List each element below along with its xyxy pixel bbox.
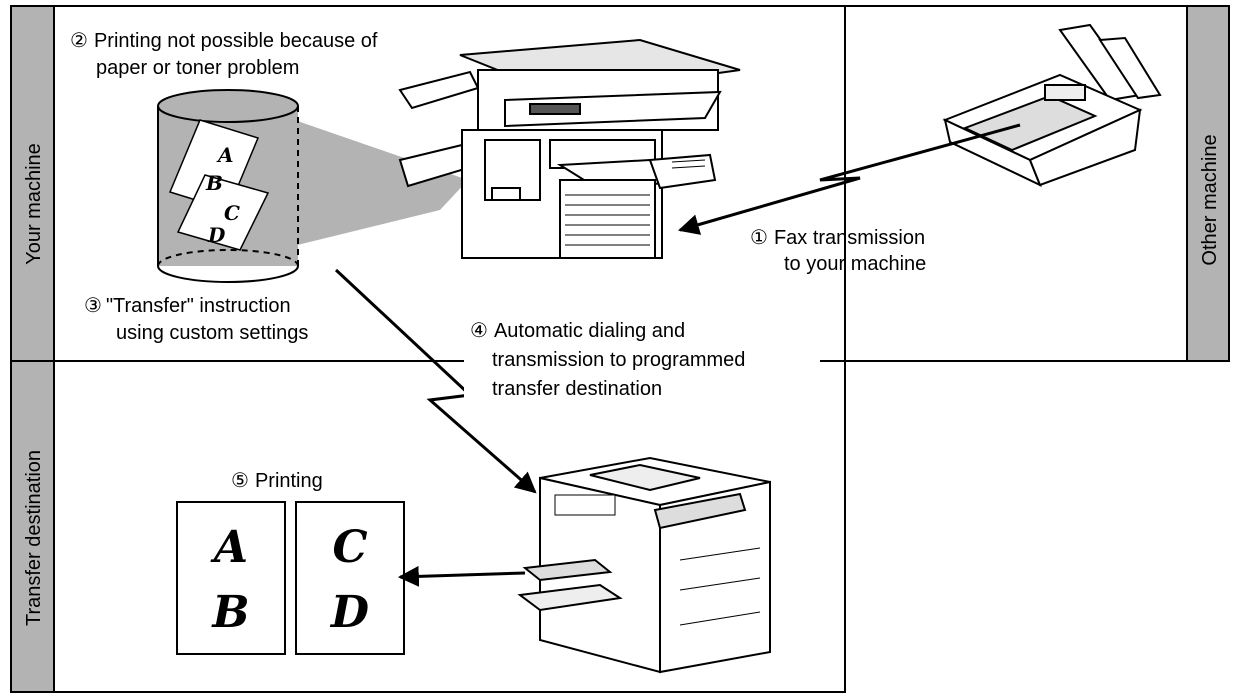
memory-pages xyxy=(168,119,270,251)
step-2-line-2: paper or toner problem xyxy=(96,57,299,79)
arrow-icon xyxy=(397,565,526,587)
step-3-line-1: "Transfer" instruction xyxy=(106,295,291,317)
step-2-label: ② Printing not possible because of paper … xyxy=(70,30,378,79)
step-3-line-2: using custom settings xyxy=(116,322,308,344)
memory-letter-b: B xyxy=(205,171,223,195)
copier-machine-icon xyxy=(517,456,771,674)
print-letter-b: B xyxy=(210,587,249,638)
step-3-number: ③ xyxy=(84,295,102,317)
step-2-number: ② xyxy=(70,30,88,52)
memory-letter-d: D xyxy=(207,223,226,247)
svg-text:③"Transfer" instruction: ③"Transfer" instruction xyxy=(84,295,291,317)
step-3-label: ③"Transfer" instruction using custom set… xyxy=(84,295,308,344)
memory-letter-a: A xyxy=(216,143,234,167)
step-1-label: ① Fax transmission to your machine xyxy=(750,227,926,275)
memory-letter-c: C xyxy=(224,201,240,225)
step-4-line-2: transmission to programmed xyxy=(492,349,745,371)
step-5-number: ⑤ xyxy=(231,470,249,492)
step-4-label: ④ Automatic dialing and transmission to p… xyxy=(470,320,745,400)
step-1-line-2: to your machine xyxy=(784,253,926,275)
step-4-number: ④ xyxy=(470,320,488,342)
lightning-line-icon xyxy=(334,123,1021,494)
step-4-line-3: transfer destination xyxy=(492,378,662,400)
print-letter-a: A xyxy=(210,522,248,573)
fax-machine-icon xyxy=(942,23,1162,188)
print-letter-d: D xyxy=(329,587,369,638)
region-label-your-machine: Your machine xyxy=(23,143,45,265)
step-1-number: ① xyxy=(750,227,768,249)
memory-cylinder-icon xyxy=(157,89,468,283)
step4-label-bg xyxy=(464,318,820,408)
step-2-line-1: Printing not possible because of xyxy=(94,30,378,52)
step-1-line-1: Fax transmission xyxy=(774,227,925,249)
region-label-transfer-destination: Transfer destination xyxy=(23,450,45,626)
step-4-line-1: Automatic dialing and xyxy=(494,320,685,342)
copier-machine-icon xyxy=(398,38,741,259)
printed-page-icon xyxy=(176,501,286,655)
step-5-line-1: Printing xyxy=(255,470,323,492)
region-label-other-machine: Other machine xyxy=(1199,134,1221,265)
step-5-label: ⑤ Printing xyxy=(231,470,323,492)
print-letter-c: C xyxy=(332,522,367,573)
